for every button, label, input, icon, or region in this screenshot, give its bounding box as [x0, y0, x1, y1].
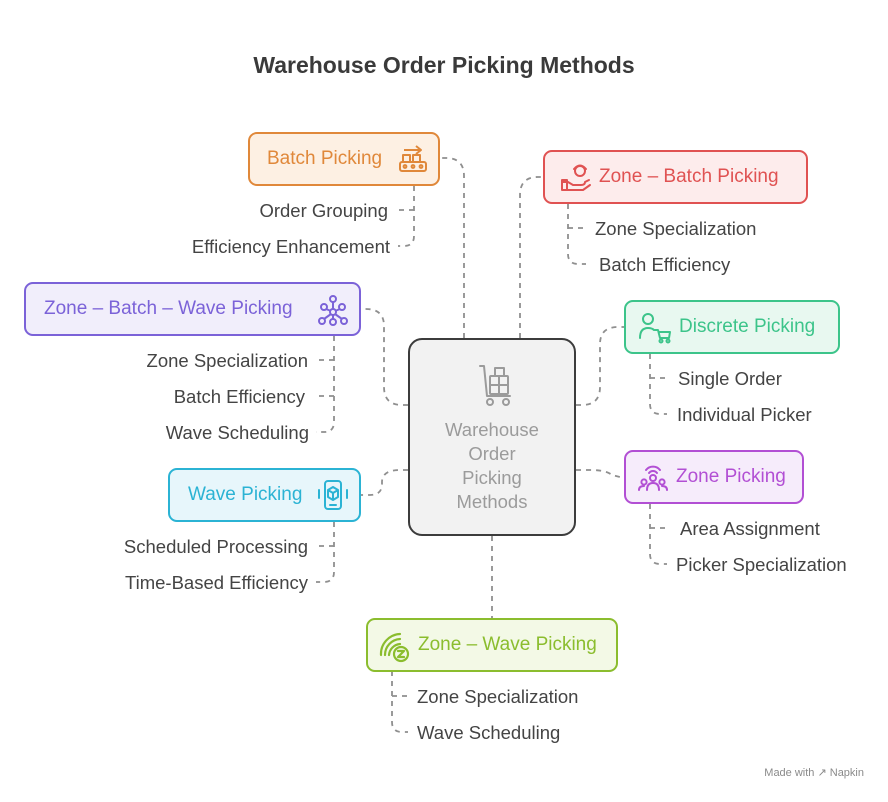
sub-item: Wave Scheduling — [165, 422, 309, 443]
node-wave-picking: Wave Picking — [168, 468, 361, 522]
person-cart-icon — [639, 313, 671, 344]
center-line-2: Order — [468, 443, 516, 464]
connector-zone-batch-wave — [361, 308, 408, 406]
cart-boxes-icon — [479, 365, 511, 406]
connector-zone — [576, 469, 621, 478]
center-line-3: Picking — [462, 467, 522, 488]
sub-item: Picker Specialization — [676, 554, 847, 575]
conveyor-boxes-icon — [399, 145, 427, 172]
sub-item: Single Order — [678, 368, 782, 389]
node-label: Zone – Wave Picking — [418, 634, 597, 655]
bracket-batch — [398, 186, 415, 247]
node-label: Zone – Batch – Wave Picking — [44, 298, 293, 319]
network-nodes-icon — [318, 295, 348, 326]
node-zone-wave-picking: Zone – Wave Picking — [366, 618, 618, 672]
node-label: Wave Picking — [188, 484, 303, 505]
center-label: Warehouse Order Picking Methods — [410, 418, 574, 514]
connector-zone-batch — [519, 176, 544, 338]
zone-signal-icon — [379, 632, 410, 663]
sub-item: Wave Scheduling — [417, 722, 561, 743]
bracket-zone-batch-wave — [316, 336, 335, 433]
connector-discrete — [576, 326, 624, 406]
node-zone-batch-wave-picking: Zone – Batch – Wave Picking — [24, 282, 361, 336]
sub-item: Individual Picker — [677, 404, 812, 425]
team-signal-icon — [638, 465, 668, 491]
worker-hand-icon — [561, 164, 591, 191]
node-zone-batch-picking: Zone – Batch Picking — [543, 150, 808, 204]
bracket-zone-batch — [567, 204, 586, 265]
sub-item: Zone Specialization — [595, 218, 757, 239]
node-label: Zone Picking — [676, 466, 786, 487]
bracket-wave — [316, 522, 335, 583]
bracket-zone-wave — [391, 671, 408, 733]
center-node: Warehouse Order Picking Methods — [408, 338, 576, 536]
node-label: Discrete Picking — [679, 316, 816, 337]
sub-item: Efficiency Enhancement — [191, 236, 390, 257]
phone-box-icon — [318, 480, 348, 510]
sub-item: Batch Efficiency — [173, 386, 305, 407]
sub-item: Batch Efficiency — [599, 254, 731, 275]
node-zone-picking: Zone Picking — [624, 450, 804, 504]
bracket-discrete — [649, 354, 667, 415]
connector-batch — [440, 157, 465, 338]
sub-item: Zone Specialization — [417, 686, 579, 707]
sub-item: Time-Based Efficiency — [124, 572, 308, 593]
node-discrete-picking: Discrete Picking — [624, 300, 840, 354]
bracket-zone — [649, 504, 667, 565]
center-line-1: Warehouse — [445, 419, 539, 440]
sub-item: Zone Specialization — [146, 350, 308, 371]
napkin-watermark: Made with ↗ Napkin — [764, 767, 864, 779]
diagram-title: Warehouse Order Picking Methods — [253, 52, 635, 78]
node-label: Batch Picking — [267, 148, 383, 169]
connector-wave — [361, 469, 408, 496]
node-label: Zone – Batch Picking — [599, 166, 779, 187]
sub-item: Scheduled Processing — [123, 536, 308, 557]
sub-item: Order Grouping — [259, 200, 388, 221]
node-batch-picking: Batch Picking — [248, 132, 440, 186]
center-line-4: Methods — [456, 491, 528, 512]
sub-item: Area Assignment — [680, 518, 820, 539]
